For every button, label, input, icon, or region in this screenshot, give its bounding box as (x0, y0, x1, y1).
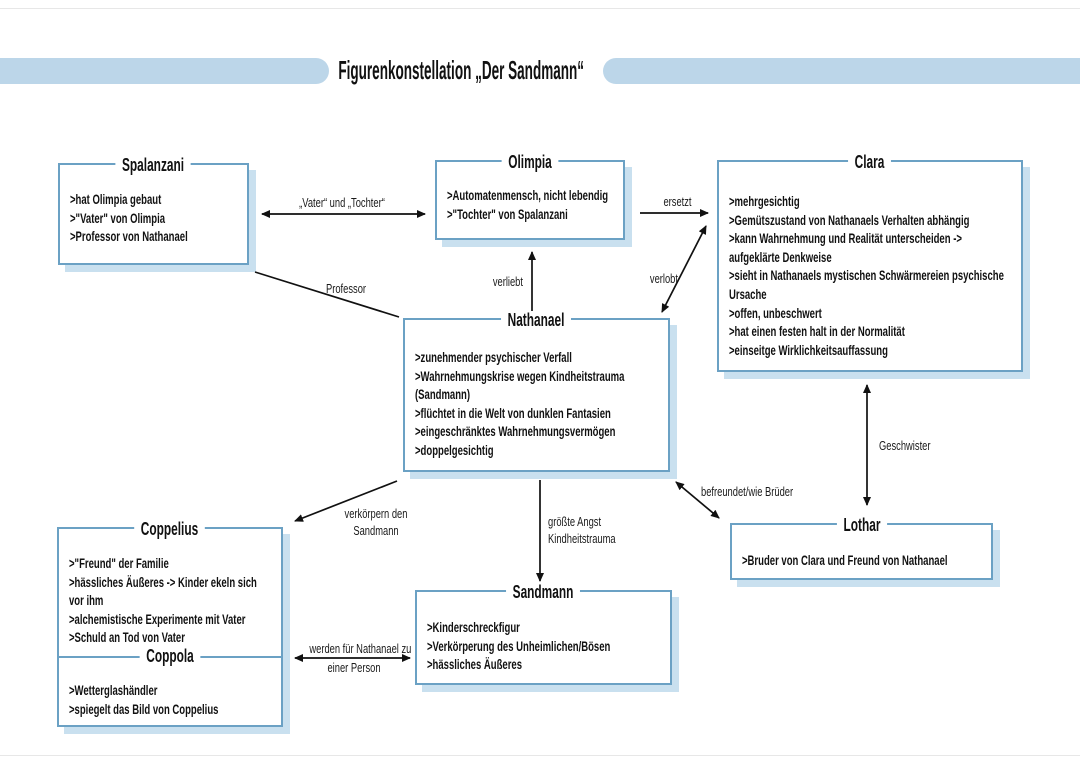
box-olimpia: Olimpia >Automatenmensch, nicht lebendig… (435, 150, 625, 240)
box-coppelius-title: Coppelius (59, 517, 281, 541)
relation-label-vater-tochter: „Vater“ und „Tochter“ (299, 195, 385, 210)
relation-label-angst: größte Angst Kindheitstrauma (548, 513, 649, 547)
box-nathanael: Nathanael >zunehmender psychischer Verfa… (403, 308, 670, 472)
box-sandmann: Sandmann >Kinderschreckfigur >Verkörperu… (415, 580, 672, 685)
relation-label-angst-line1: größte Angst (548, 514, 602, 529)
relation-label-verkoerpern: verkörpern den Sandmann (333, 505, 419, 539)
box-olimpia-title: Olimpia (437, 150, 623, 174)
relation-label-geschwister: Geschwister (879, 438, 931, 453)
trait-line: >Bruder von Clara und Freund von Nathana… (742, 552, 948, 568)
trait-line: >Schuld an Tod von Vater (69, 629, 185, 646)
trait-line: >flüchtet in die Welt von dunklen Fantas… (415, 404, 611, 421)
trait-line: >spiegelt das Bild von Coppelius (69, 700, 219, 717)
title-accent-bar-right (603, 58, 1080, 84)
box-sandmann-title: Sandmann (417, 580, 670, 604)
trait-line: >kann Wahrnehmung und Realität untersche… (729, 230, 962, 265)
box-coppelius: Coppelius >"Freund" der Familie >hässlic… (57, 517, 283, 727)
trait-line: >eingeschränktes Wahrnehmungsvermögen (415, 423, 616, 440)
relation-label-person-line2: einer Person (327, 660, 381, 675)
relation-label-verkoerpern-line1: verkörpern den (344, 506, 408, 521)
trait-line: >hat einen festen halt in der Normalität (729, 323, 905, 340)
box-clara: Clara >mehrgesichtig >Gemütszustand von … (717, 150, 1023, 372)
relation-label-verkoerpern-line2: Sandmann (353, 523, 399, 538)
relation-label-angst-line2: Kindheitstrauma (548, 531, 616, 546)
trait-line: >Gemütszustand von Nathanaels Verhalten … (729, 211, 970, 228)
relation-label-ersetzt: ersetzt (663, 194, 692, 209)
trait-line: >zunehmender psychischer Verfall (415, 349, 572, 365)
trait-line: >hat Olimpia gebaut (70, 191, 162, 207)
box-lothar-title: Lothar (732, 513, 991, 537)
page-edge-bottom (0, 755, 1080, 756)
arrow-nathanael-clara-verlobt (661, 225, 707, 313)
trait-line: >mehrgesichtig (729, 193, 800, 209)
trait-line: >Kinderschreckfigur (427, 619, 520, 635)
trait-line: >offen, unbeschwert (729, 304, 822, 321)
box-coppola-title: Coppola (59, 644, 281, 668)
trait-line: >"Tochter" von Spalanzani (447, 205, 568, 222)
page-title: Figurenkonstellation „Der Sandmann“ (338, 55, 584, 85)
trait-line: >sieht in Nathanaels mystischen Schwärme… (729, 267, 1004, 302)
relation-label-befreundet: befreundet/wie Brüder (701, 484, 794, 499)
box-spalanzani-title: Spalanzani (60, 153, 247, 177)
box-spalanzani: Spalanzani >hat Olimpia gebaut >"Vater" … (58, 153, 249, 265)
trait-line: >Verkörperung des Unheimlichen/Bösen (427, 637, 611, 654)
relation-label-verlobt: verlobt (649, 271, 678, 286)
trait-line: >Professor von Nathanael (70, 228, 188, 245)
relation-label-verliebt: verliebt (492, 274, 523, 289)
trait-line: >alchemistische Experimente mit Vater (69, 610, 246, 627)
relation-label-professor: Professor (325, 281, 367, 296)
trait-line: >hässliches Äußeres -> Kinder ekeln sich… (69, 573, 257, 609)
box-nathanael-title: Nathanael (405, 308, 668, 332)
trait-line: >einseitge Wirklichkeitsauffassung (729, 341, 888, 358)
trait-line: >Automatenmensch, nicht lebendig (447, 187, 609, 203)
trait-line: >"Freund" der Familie (69, 555, 169, 571)
relation-label-person-line1: werden für Nathanael zu (309, 641, 412, 656)
trait-line: >hässliches Äußeres (427, 656, 522, 673)
trait-line: >"Vater" von Olimpia (70, 209, 166, 226)
page-edge-top (0, 8, 1080, 9)
box-clara-title: Clara (719, 150, 1021, 174)
trait-line: >Wetterglashändler (69, 682, 158, 698)
title-accent-bar-left (0, 58, 329, 84)
box-lothar: Lothar >Bruder von Clara und Freund von … (730, 513, 993, 580)
trait-line: >doppelgesichtig (415, 441, 494, 458)
trait-line: >Wahrnehmungskrise wegen Kindheitstrauma… (415, 367, 625, 403)
